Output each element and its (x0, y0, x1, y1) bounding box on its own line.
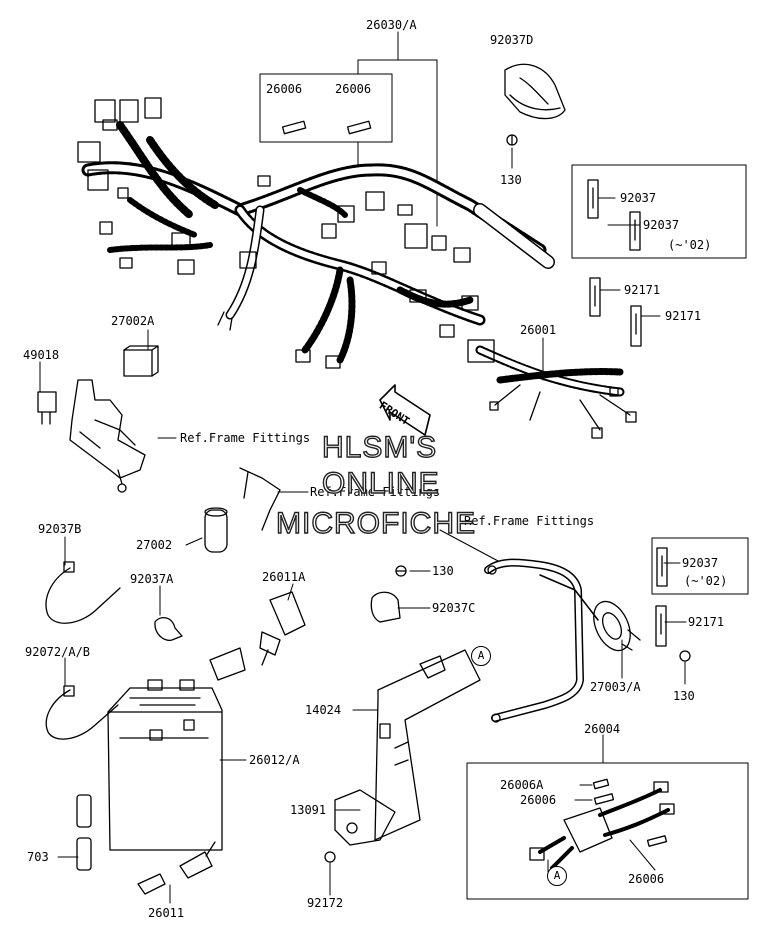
main-harness (77, 97, 555, 369)
label-band-1: 92037B (38, 522, 82, 536)
label-strap-5-note: (~'02) (684, 574, 728, 588)
label-fuse-a: 26006 (266, 82, 303, 96)
label-fuse-e: 26006 (628, 872, 665, 886)
label-band-2: 92072/A/B (25, 645, 91, 659)
relay-27002a (123, 345, 159, 377)
battery-case (374, 649, 481, 841)
label-strap-6: 92171 (688, 615, 725, 629)
label-terminal: 26011 (148, 906, 185, 920)
watermark-line-2: ONLINE (321, 467, 440, 500)
label-horn: 27003/A (590, 680, 641, 694)
cable-tie-2 (45, 685, 119, 740)
label-strap-4: 92171 (665, 309, 702, 323)
label-screw: 92172 (307, 896, 344, 910)
straps (587, 179, 668, 647)
label-cap: 26011A (262, 570, 306, 584)
battery (107, 679, 223, 851)
front-arrow (379, 384, 431, 436)
label-bolt-top: 130 (500, 173, 522, 187)
relay-49018 (37, 391, 57, 425)
bracket-13091 (334, 789, 396, 846)
label-relay-2: 27002 (136, 538, 173, 552)
horn-stay (484, 558, 599, 723)
label-battery-case: 14024 (305, 703, 342, 717)
label-fuse-d: 26006 (520, 793, 557, 807)
label-tube: 703 (27, 850, 49, 864)
label-clamp-a: 92037A (130, 572, 174, 586)
clamp-92037d (504, 63, 566, 146)
watermark-line-1: HLSM'S (321, 431, 438, 464)
relay-27002 (204, 467, 281, 553)
clamp-92037c (370, 591, 401, 623)
fuse-pair (281, 120, 372, 135)
label-clamp-top: 92037D (490, 33, 534, 47)
sub-harness (467, 339, 637, 439)
screw-92172 (324, 851, 336, 863)
label-fuse-b: 26006 (335, 82, 372, 96)
tubes (76, 794, 92, 871)
label-bolt-horn: 130 (673, 689, 695, 703)
cap-26011a (209, 591, 306, 681)
ref-a-marker-2: A (547, 866, 567, 886)
label-ref-frame-2: Ref.Frame Fittings (310, 485, 441, 499)
label-ref-frame-1: Ref.Frame Fittings (180, 431, 311, 445)
bolt-horn (679, 650, 691, 662)
bolt-mid (395, 565, 407, 577)
terminal (137, 841, 216, 895)
label-clamp-c: 92037C (432, 601, 476, 615)
label-battery: 26012/A (249, 753, 300, 767)
label-strap-2-note: (~'02) (668, 238, 712, 252)
label-bolt-mid: 130 (432, 564, 454, 578)
label-strap-1: 92037 (620, 191, 657, 205)
watermark-line-3: MICROFICHE (275, 507, 476, 540)
label-ref-frame-3: Ref.Frame Fittings (464, 514, 595, 528)
clamp-92037a (154, 617, 183, 641)
fuse-box (529, 778, 675, 870)
relay-bracket (69, 379, 146, 493)
label-strap-3: 92171 (624, 283, 661, 297)
label-bracket: 13091 (290, 803, 327, 817)
label-harness-main: 26030/A (366, 18, 417, 32)
ref-a-marker-1: A (471, 646, 491, 666)
label-harness-sub: 26001 (520, 323, 557, 337)
horn (593, 600, 641, 652)
label-fuse-c: 26006A (500, 778, 544, 792)
cable-tie-1 (45, 561, 121, 624)
label-strap-2: 92037 (643, 218, 680, 232)
label-strap-5: 92037 (682, 556, 719, 570)
label-fuse-box: 26004 (584, 722, 621, 736)
label-relay: 27002A (111, 314, 155, 328)
label-relay-small: 49018 (23, 348, 60, 362)
